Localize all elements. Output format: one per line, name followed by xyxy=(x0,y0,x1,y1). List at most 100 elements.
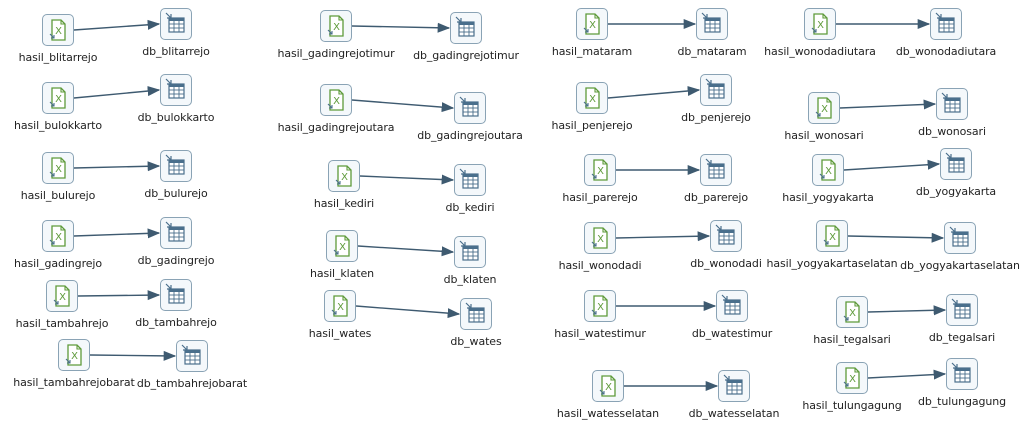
svg-text:X: X xyxy=(333,22,340,33)
table-output-step[interactable]: db_wonodadiutara xyxy=(896,8,996,58)
hop-arrow[interactable] xyxy=(839,99,937,110)
table-output-step[interactable]: db_wates xyxy=(450,298,502,348)
table-output-step[interactable]: db_gadingrejotimur xyxy=(413,12,519,62)
svg-text:X: X xyxy=(597,302,604,313)
step-label: hasil_gadingrejotimur xyxy=(277,47,395,60)
step-label: db_klaten xyxy=(443,273,497,286)
table-output-step[interactable]: db_blitarrejo xyxy=(142,8,210,58)
step-label: hasil_wonodadi xyxy=(558,259,642,272)
step-label: hasil_kediri xyxy=(313,197,375,210)
step-label: db_gadingrejo xyxy=(137,254,215,267)
hop-arrow[interactable] xyxy=(73,228,161,239)
hop-arrow[interactable] xyxy=(843,159,941,171)
hop-arrow[interactable] xyxy=(351,22,451,33)
table-output-step[interactable]: db_klaten xyxy=(444,236,496,286)
step-label: hasil_watesselatan xyxy=(556,407,660,420)
table-output-step[interactable]: db_tegalsari xyxy=(929,294,995,344)
hop-arrow[interactable] xyxy=(77,290,161,301)
step-label: hasil_wates xyxy=(308,327,372,340)
hop-arrow[interactable] xyxy=(73,161,161,172)
step-label: db_bulokkarto xyxy=(137,111,215,124)
table-output-step[interactable]: db_mataram xyxy=(678,8,747,58)
step-label: hasil_yogyakarta xyxy=(782,191,874,204)
hop-arrow[interactable] xyxy=(357,245,455,257)
hop-arrow[interactable] xyxy=(355,305,461,319)
hop-arrow[interactable] xyxy=(867,305,947,316)
step-label: hasil_wonosari xyxy=(784,129,864,142)
svg-text:X: X xyxy=(71,351,78,362)
table-output-step[interactable]: db_kediri xyxy=(446,164,495,214)
svg-text:X: X xyxy=(821,104,828,115)
step-label: db_parerejo xyxy=(684,191,748,204)
step-label: db_kediri xyxy=(445,201,495,214)
hop-arrow[interactable] xyxy=(89,350,177,361)
table-output-step[interactable]: db_yogyakarta xyxy=(916,148,996,198)
hop-arrow[interactable] xyxy=(359,174,455,185)
table-output-step[interactable]: db_gadingrejoutara xyxy=(417,92,523,142)
table-output-step[interactable]: db_tambahrejobarat xyxy=(137,340,247,390)
table-output-step[interactable]: db_yogyakartaselatan xyxy=(900,222,1020,272)
step-label: hasil_blitarrejo xyxy=(18,51,98,64)
hop-arrow[interactable] xyxy=(73,19,161,31)
step-label: hasil_gadingrejo xyxy=(13,257,103,270)
table-output-step[interactable]: db_watesselatan xyxy=(689,370,780,420)
step-label: hasil_tambahrejo xyxy=(15,317,109,330)
hop-arrow[interactable] xyxy=(607,85,701,99)
table-output-step[interactable]: db_tulungagung xyxy=(918,358,1006,408)
hop-arrow[interactable] xyxy=(73,86,161,99)
step-label: db_tambahrejo xyxy=(135,316,217,329)
svg-text:X: X xyxy=(829,232,836,243)
table-output-step[interactable]: db_bulurejo xyxy=(144,150,208,200)
step-label: db_wonodadi xyxy=(690,257,762,270)
step-label: hasil_gadingrejoutara xyxy=(277,121,395,134)
table-output-step[interactable]: db_watestimur xyxy=(692,290,772,340)
step-label: hasil_watestimur xyxy=(554,327,646,340)
svg-text:X: X xyxy=(59,292,66,303)
table-output-step[interactable]: db_parerejo xyxy=(684,154,748,204)
hop-arrow[interactable] xyxy=(847,232,945,243)
table-output-step[interactable]: db_tambahrejo xyxy=(135,279,217,329)
step-label: hasil_tambahrejobarat xyxy=(13,376,135,389)
table-output-step[interactable]: db_wonosari xyxy=(918,88,986,138)
step-label: hasil_klaten xyxy=(309,267,375,280)
svg-text:X: X xyxy=(333,96,340,107)
hop-arrow[interactable] xyxy=(351,99,455,113)
step-label: hasil_penjerejo xyxy=(551,119,633,132)
svg-text:X: X xyxy=(597,166,604,177)
hop-arrow[interactable] xyxy=(867,369,947,380)
table-output-step[interactable]: db_penjerejo xyxy=(681,74,751,124)
table-output-step[interactable]: db_bulokkarto xyxy=(138,74,214,124)
hop-arrow[interactable] xyxy=(615,231,711,242)
svg-text:X: X xyxy=(817,20,824,31)
table-output-step[interactable]: db_wonodadi xyxy=(690,220,762,270)
step-label: db_wates xyxy=(450,335,502,348)
table-output-step[interactable]: db_gadingrejo xyxy=(138,217,214,267)
step-label: hasil_yogyakartaselatan xyxy=(766,257,898,270)
step-label: db_penjerejo xyxy=(681,111,751,124)
